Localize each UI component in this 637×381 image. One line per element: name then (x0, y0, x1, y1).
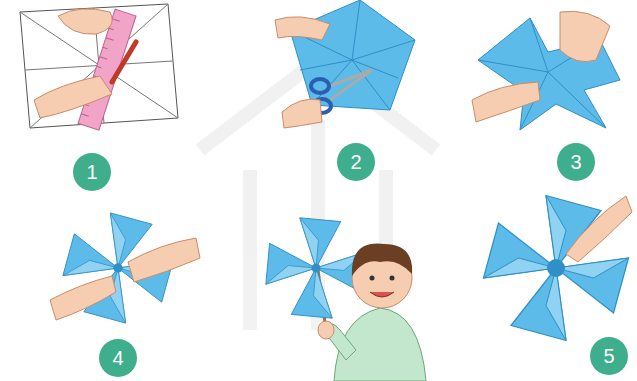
callout-circle: 1 (73, 153, 111, 191)
callout-number: 1 (86, 162, 97, 182)
step-one-drawing (20, 4, 178, 130)
callout-number: 3 (570, 152, 581, 172)
callout-number: 4 (112, 348, 123, 368)
step-five-drawing (484, 196, 633, 341)
callout-number: 2 (350, 152, 361, 172)
step-four-drawing (50, 213, 200, 323)
boy-with-pinwheel (256, 208, 426, 381)
callout-number: 5 (603, 346, 614, 366)
callout-circle: 3 (557, 143, 595, 181)
callout-circle: 2 (337, 143, 375, 181)
step-three-drawing (472, 11, 620, 130)
watermark (200, 60, 436, 330)
callout-circle: 5 (590, 337, 628, 375)
step-two-drawing (275, 0, 415, 128)
callout-circle: 4 (99, 339, 137, 377)
